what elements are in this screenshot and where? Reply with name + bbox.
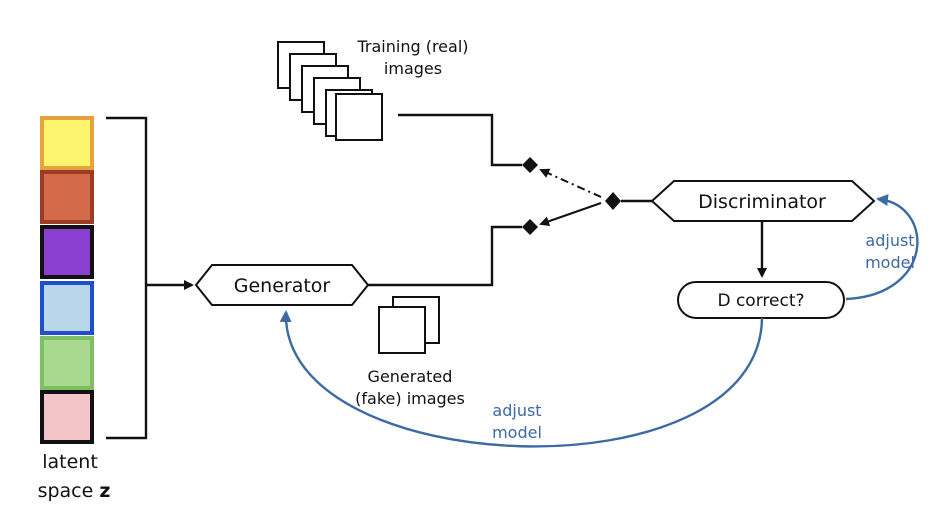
- generator-output-path: [368, 225, 522, 287]
- latent-cell: [40, 336, 94, 390]
- training-diamond: [522, 157, 538, 173]
- latent-label-line2: space z: [38, 480, 111, 502]
- adjust-bottom-line2: model: [492, 423, 542, 442]
- latent-cell: [40, 390, 94, 444]
- generator-label: Generator: [234, 275, 331, 297]
- latent-cell: [40, 281, 94, 335]
- discriminator-label: Discriminator: [698, 191, 826, 213]
- latent-label-line1: latent: [42, 451, 98, 473]
- latent-z-symbol: z: [99, 480, 110, 502]
- latent-bracket: [106, 116, 148, 440]
- training-label-line1: Training (real): [356, 37, 468, 56]
- switch-diamond: [605, 192, 621, 210]
- decision-label: D correct?: [717, 291, 804, 311]
- latent-cell: [40, 116, 94, 170]
- adjust-generator-arrow: [279, 310, 764, 448]
- training-path: [398, 113, 522, 167]
- latent-cell: [40, 170, 94, 224]
- training-label-line2: images: [384, 59, 442, 78]
- switch-dashed-arrow: [539, 168, 602, 198]
- adjust-bottom-line1: adjust: [492, 401, 541, 420]
- decision-node: D correct?: [677, 281, 845, 319]
- adjust-right-line2: model: [865, 253, 915, 272]
- adjust-right-line1: adjust: [865, 231, 914, 250]
- switch-solid-arrow: [539, 202, 602, 227]
- latent-space-column: [40, 116, 94, 444]
- latent-cell: [40, 225, 94, 279]
- training-images-stack: [277, 41, 383, 141]
- adjust-discriminator-arrow: [845, 194, 919, 301]
- generated-label-line2: (fake) images: [355, 389, 465, 408]
- latent-space-word: space: [38, 480, 94, 502]
- generated-images-stack: [378, 296, 440, 354]
- generated-diamond: [522, 219, 538, 235]
- generated-label-line1: Generated: [368, 367, 453, 386]
- discriminator-node: Discriminator: [650, 180, 876, 222]
- generator-node: Generator: [194, 264, 370, 306]
